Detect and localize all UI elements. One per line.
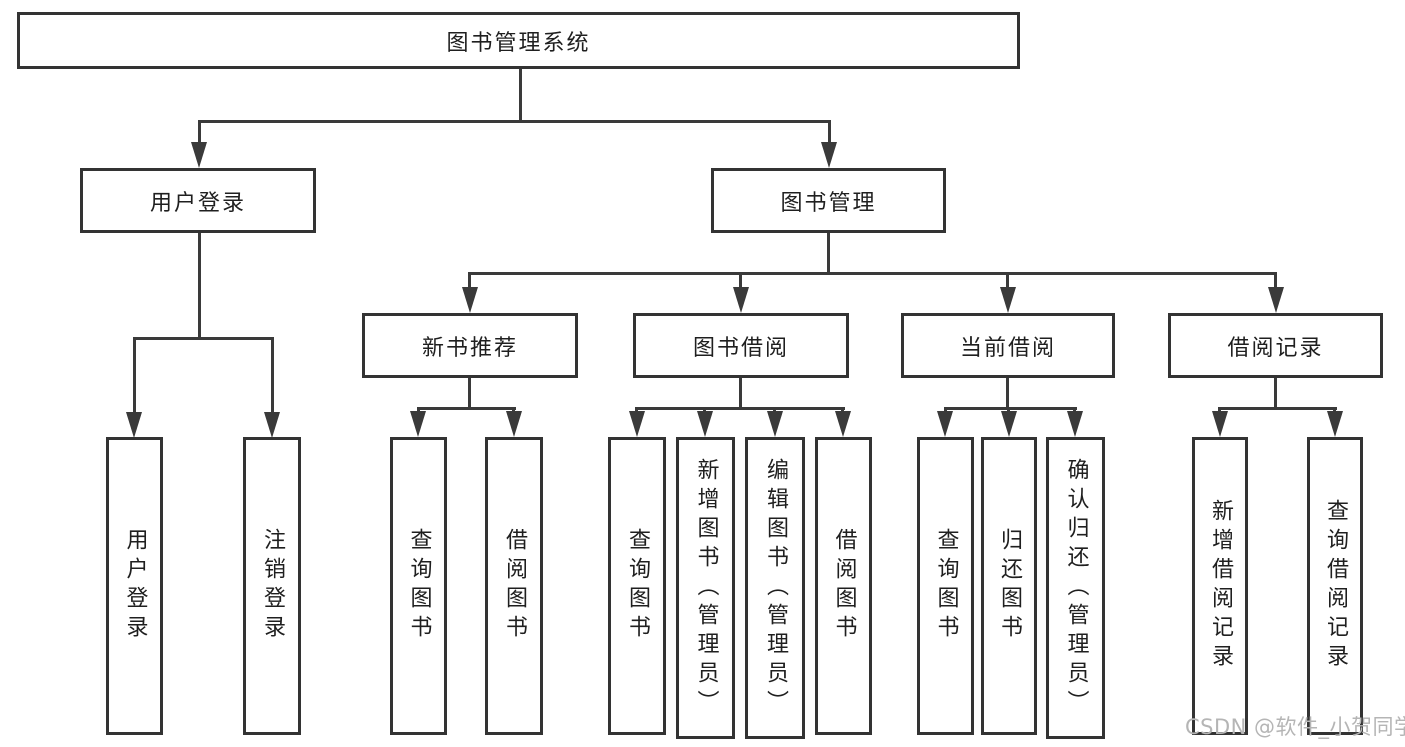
arrow-down-icon <box>506 411 522 437</box>
node-leaf-edit-book-admin: 编辑图书（管理员） <box>745 437 805 739</box>
node-leaf-query-books-2: 查询图书 <box>608 437 666 735</box>
arrow-down-icon <box>1268 287 1284 313</box>
arrow-down-icon <box>937 411 953 437</box>
node-leaf-return-book: 归还图书 <box>981 437 1037 735</box>
connector-root-stem <box>519 69 522 120</box>
node-leaf-confirm-return-admin: 确认归还（管理员） <box>1046 437 1105 739</box>
node-leaf-query-borrow-record: 查询借阅记录 <box>1307 437 1363 735</box>
arrow-down-icon <box>126 412 142 438</box>
arrow-down-icon <box>733 287 749 313</box>
node-user-login-label: 用户登录 <box>149 190 246 216</box>
leaf-label: 查询图书 <box>625 528 650 644</box>
node-root: 图书管理系统 <box>17 12 1020 69</box>
arrow-down-icon <box>629 411 645 437</box>
connector-userlogin-drop-1 <box>133 337 136 414</box>
connector-newbook-bar <box>417 407 516 410</box>
node-leaf-add-borrow-record: 新增借阅记录 <box>1192 437 1248 735</box>
arrow-down-icon <box>697 411 713 437</box>
node-leaf-user-login: 用户登录 <box>106 437 163 735</box>
arrow-down-icon <box>264 412 280 438</box>
node-leaf-borrow-books-1: 借阅图书 <box>485 437 543 735</box>
node-book-management-label: 图书管理 <box>780 190 877 216</box>
leaf-label: 借阅图书 <box>502 528 527 644</box>
node-user-login: 用户登录 <box>80 168 316 233</box>
connector-userlogin-drop-2 <box>271 337 274 414</box>
leaf-label: 借阅图书 <box>831 528 857 644</box>
node-root-label: 图书管理系统 <box>446 30 591 56</box>
arrow-down-icon <box>835 411 851 437</box>
connector-records-bar <box>1218 407 1337 410</box>
node-leaf-borrow-books-2: 借阅图书 <box>815 437 872 735</box>
arrow-down-icon <box>1000 287 1016 313</box>
connector-root-drop-left <box>198 120 201 144</box>
node-leaf-query-books-1: 查询图书 <box>390 437 447 735</box>
leaf-label: 查询图书 <box>406 528 432 644</box>
arrow-down-icon <box>1067 411 1083 437</box>
connector-bookborrow-stem <box>739 378 742 407</box>
arrow-down-icon <box>821 142 837 168</box>
connector-bookborrow-bar <box>635 407 845 410</box>
node-new-book-recommend: 新书推荐 <box>362 313 578 378</box>
leaf-label: 确认归还（管理员） <box>1063 457 1089 719</box>
connector-userlogin-bar <box>133 337 274 340</box>
node-book-borrow: 图书借阅 <box>633 313 849 378</box>
arrow-down-icon <box>1212 411 1228 437</box>
connector-records-stem <box>1274 378 1277 407</box>
arrow-down-icon <box>767 411 783 437</box>
csdn-watermark: CSDN @软件_小贺同学 <box>1185 715 1405 739</box>
node-current-borrow-label: 当前借阅 <box>959 335 1056 361</box>
node-borrow-records: 借阅记录 <box>1168 313 1383 378</box>
arrow-down-icon <box>1327 411 1343 437</box>
connector-bookmgmt-drop-2 <box>739 272 742 290</box>
leaf-label: 查询借阅记录 <box>1323 499 1348 673</box>
leaf-label: 编辑图书（管理员） <box>763 457 788 719</box>
node-borrow-records-label: 借阅记录 <box>1227 335 1324 361</box>
node-leaf-logout: 注销登录 <box>243 437 301 735</box>
node-new-book-recommend-label: 新书推荐 <box>421 335 518 361</box>
arrow-down-icon <box>1001 411 1017 437</box>
node-book-management: 图书管理 <box>711 168 946 233</box>
connector-currentborrow-stem <box>1006 378 1009 407</box>
connector-userlogin-stem <box>198 233 201 337</box>
arrow-down-icon <box>410 411 426 437</box>
leaf-label: 查询图书 <box>933 528 959 644</box>
node-leaf-add-book-admin: 新增图书（管理员） <box>676 437 735 739</box>
leaf-label: 新增借阅记录 <box>1208 499 1233 673</box>
connector-bookmgmt-drop-1 <box>468 272 471 290</box>
leaf-label: 注销登录 <box>260 528 285 644</box>
arrow-down-icon <box>462 287 478 313</box>
connector-newbook-stem <box>468 378 471 407</box>
connector-bookmgmt-drop-4 <box>1274 272 1277 290</box>
connector-bookmgmt-bar <box>469 272 1277 275</box>
arrow-down-icon <box>191 142 207 168</box>
leaf-label: 归还图书 <box>997 528 1022 644</box>
connector-root-drop-right <box>828 120 831 144</box>
connector-bookmgmt-drop-3 <box>1006 272 1009 290</box>
connector-bookmgmt-stem <box>827 233 830 272</box>
connector-currentborrow-bar <box>944 407 1077 410</box>
node-book-borrow-label: 图书借阅 <box>692 335 789 361</box>
node-current-borrow: 当前借阅 <box>901 313 1115 378</box>
leaf-label: 新增图书（管理员） <box>693 457 719 719</box>
node-leaf-query-books-3: 查询图书 <box>917 437 974 735</box>
connector-root-bar <box>198 120 831 123</box>
leaf-label: 用户登录 <box>122 528 148 644</box>
